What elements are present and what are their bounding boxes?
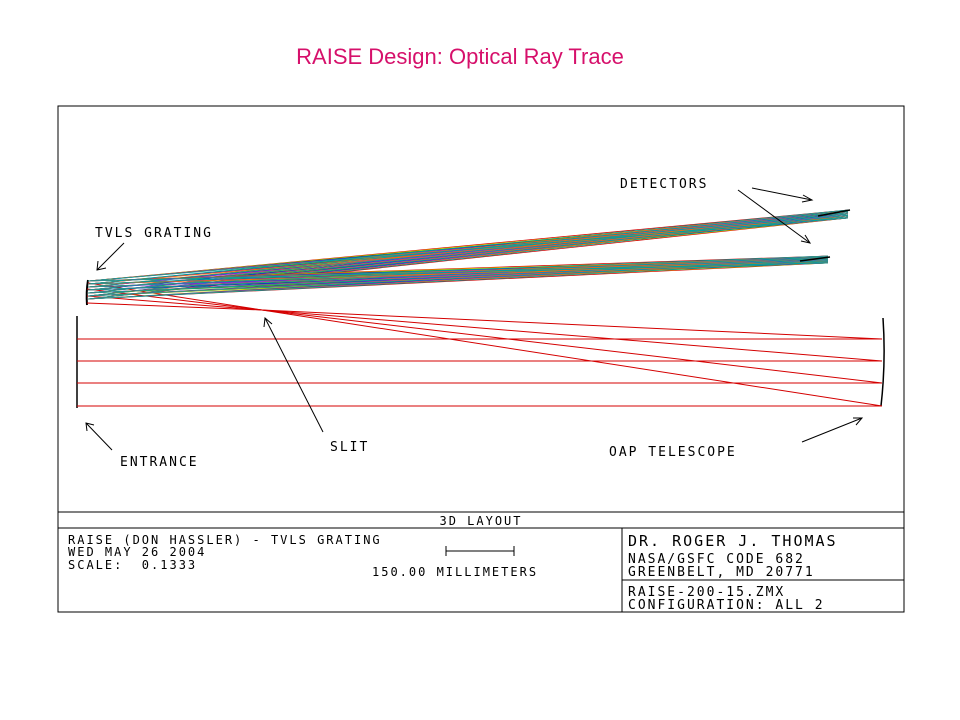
- reflected-ray: [261, 309, 883, 407]
- entrance-label: ENTRANCE: [120, 455, 199, 470]
- title-block: [58, 511, 904, 612]
- arrowhead: [85, 422, 95, 432]
- arrowhead: [853, 417, 864, 426]
- plot-frame: [57, 105, 905, 613]
- spectral-ray: [87, 256, 829, 288]
- title-line2: WED MAY 26 2004: [68, 545, 206, 559]
- grating-arrow: [96, 242, 125, 271]
- title-line1: RAISE (DON HASSLER) - TVLS GRATING: [68, 533, 382, 547]
- location-text: GREENBELT, MD 20771: [628, 565, 815, 580]
- entrance-rays: [77, 338, 882, 407]
- tvls-grating: [85, 279, 89, 306]
- author-text: DR. ROGER J. THOMAS: [628, 532, 838, 550]
- title-line3: SCALE: 0.1333: [68, 558, 197, 572]
- reflected-ray: [261, 309, 883, 340]
- spectral-ray: [87, 257, 829, 291]
- spectral-ray: [87, 261, 829, 300]
- arrowhead: [800, 234, 812, 244]
- org-text: NASA/GSFC CODE 682: [628, 552, 805, 567]
- layout-title: 3D LAYOUT: [439, 514, 522, 528]
- detector-upper: [817, 209, 851, 217]
- slit-label: SLIT: [330, 440, 369, 455]
- arrowhead: [96, 260, 107, 271]
- oap-telescope-label: OAP TELESCOPE: [609, 445, 737, 460]
- slit-arrow: [264, 317, 324, 433]
- spectral-ray: [87, 260, 829, 297]
- spectral-ray: [87, 259, 829, 294]
- scale-bar-label: 150.00 MILLIMETERS: [372, 565, 538, 579]
- arrowhead: [801, 194, 814, 203]
- detectors-arrow-upper: [751, 187, 813, 201]
- spectral-ray: [87, 209, 849, 285]
- telescope-arrow: [801, 417, 863, 443]
- detectors-label: DETECTORS: [620, 177, 708, 192]
- arrowhead: [263, 317, 273, 328]
- annotation-arrows: [85, 187, 864, 451]
- spectral-ray: [87, 255, 829, 285]
- detector-lower: [799, 256, 831, 262]
- reflected-ray: [261, 309, 883, 362]
- oap-telescope-mirror: [880, 317, 885, 407]
- diverging-ray: [86, 302, 263, 311]
- telescope-to-slit-rays: [261, 309, 883, 407]
- detectors-arrow-lower: [737, 189, 811, 244]
- page-title: RAISE Design: Optical Ray Trace: [296, 44, 624, 69]
- file-text: RAISE-200-15.ZMX: [628, 585, 785, 600]
- reflected-ray: [261, 309, 883, 384]
- diffracted-rays: [87, 209, 849, 300]
- tvls-grating-label: TVLS GRATING: [95, 226, 213, 241]
- config-text: CONFIGURATION: ALL 2: [628, 598, 825, 613]
- spectral-ray: [87, 210, 849, 288]
- diverging-ray: [86, 295, 263, 311]
- entrance-arrow: [85, 422, 113, 451]
